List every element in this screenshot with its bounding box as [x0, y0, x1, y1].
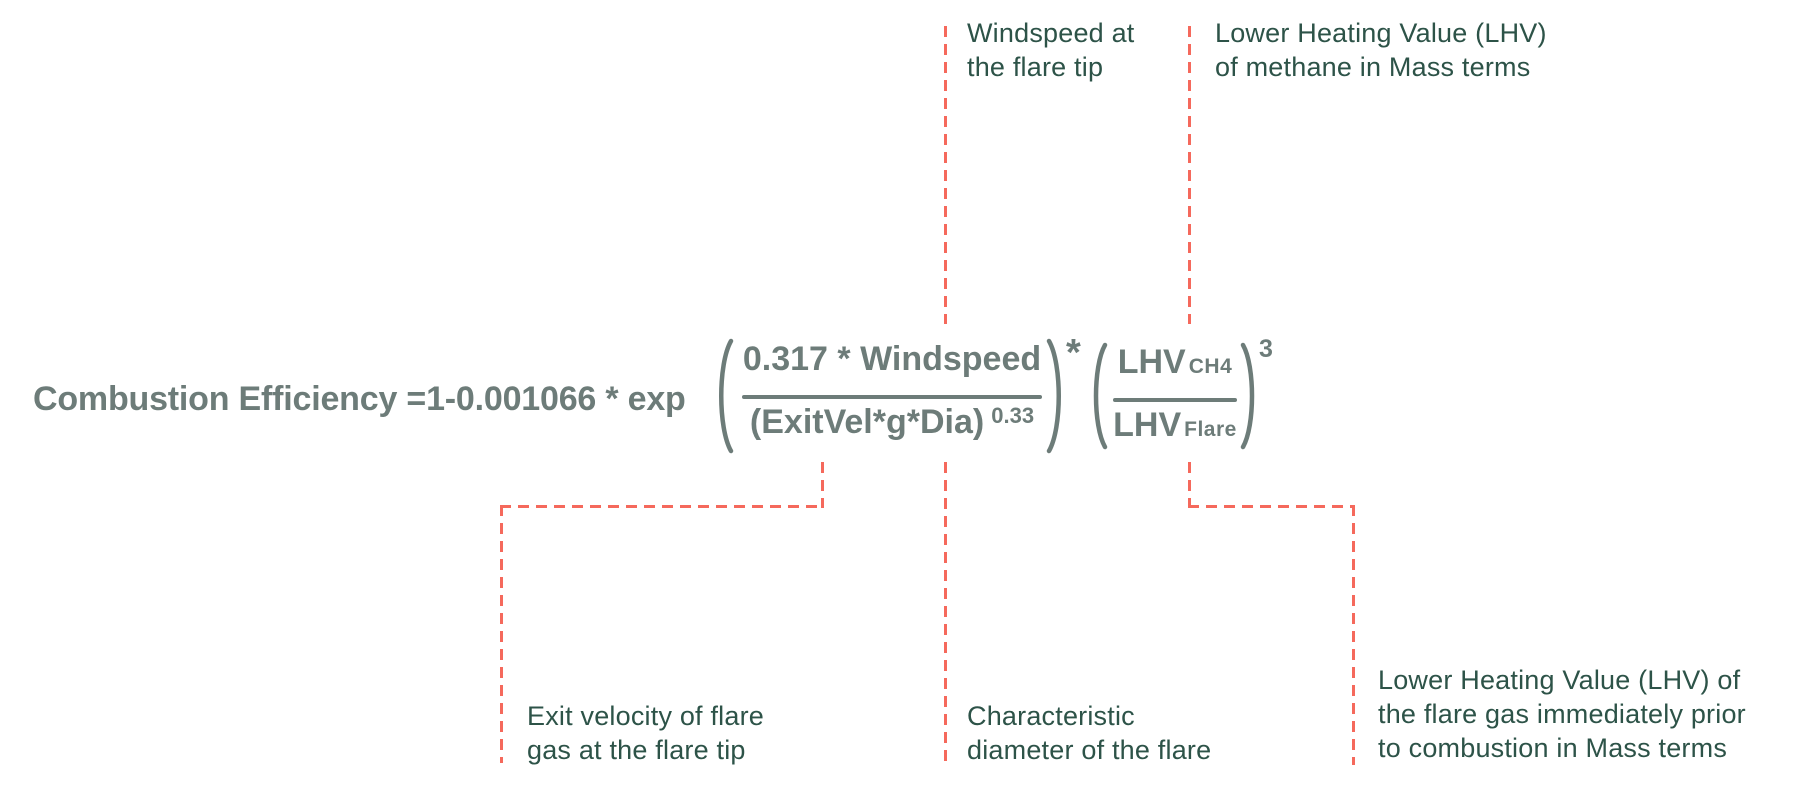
windspeed-label: Windspeed at the flare tip	[967, 16, 1135, 84]
fraction-bar	[742, 395, 1042, 400]
label-line: the flare tip	[967, 52, 1104, 82]
label-line: diameter of the flare	[967, 735, 1212, 765]
label-line: Exit velocity of flare	[527, 701, 764, 731]
open-paren-1	[719, 338, 734, 454]
exit-velocity-pointer-vertical-top	[821, 462, 824, 508]
numerator-subscript: CH4	[1188, 355, 1233, 378]
close-paren-1	[1046, 338, 1061, 454]
fraction-bar	[1113, 398, 1237, 403]
label-line: Windspeed at	[967, 18, 1135, 48]
denominator-exponent: 0.33	[991, 403, 1035, 429]
fraction-exponent: 3	[1259, 335, 1273, 363]
label-line: Lower Heating Value (LHV)	[1215, 18, 1547, 48]
label-line: the flare gas immediately prior	[1378, 699, 1746, 729]
diameter-pointer-line	[944, 462, 947, 762]
lhv-flare-pointer-vertical-top	[1188, 462, 1191, 508]
equation-lhs-text: Combustion Efficiency =1-0.001066 * exp	[33, 380, 686, 418]
diameter-label: Characteristic diameter of the flare	[967, 699, 1211, 767]
label-line: Characteristic	[967, 701, 1135, 731]
lhv-flare-pointer-vertical	[1352, 505, 1355, 765]
label-line: Lower Heating Value (LHV) of	[1378, 665, 1741, 695]
fraction-denominator: (ExitVel*g*Dia)0.33	[749, 403, 1035, 442]
windspeed-fraction: 0.317 * Windspeed (ExitVel*g*Dia)0.33	[742, 340, 1042, 442]
label-line: to combustion in Mass terms	[1378, 733, 1728, 763]
denominator-subscript: Flare	[1184, 418, 1237, 442]
windspeed-pointer-line	[944, 26, 947, 324]
lhv-flare-label: Lower Heating Value (LHV) of the flare g…	[1378, 663, 1746, 765]
open-paren-2	[1093, 342, 1108, 450]
lhv-methane-pointer-line	[1188, 26, 1191, 324]
fraction-numerator: 0.317 * Windspeed	[742, 340, 1042, 378]
close-paren-2	[1240, 342, 1255, 450]
exit-velocity-pointer-vertical	[500, 505, 503, 763]
exit-velocity-label: Exit velocity of flare gas at the flare …	[527, 699, 764, 767]
lhv-methane-label: Lower Heating Value (LHV) of methane in …	[1215, 16, 1547, 84]
label-line: of methane in Mass terms	[1215, 52, 1531, 82]
multiply-operator: *	[1066, 332, 1081, 374]
lhv-flare-pointer-horizontal	[1188, 505, 1355, 508]
label-line: gas at the flare tip	[527, 735, 746, 765]
exit-velocity-pointer-horizontal	[500, 505, 824, 508]
